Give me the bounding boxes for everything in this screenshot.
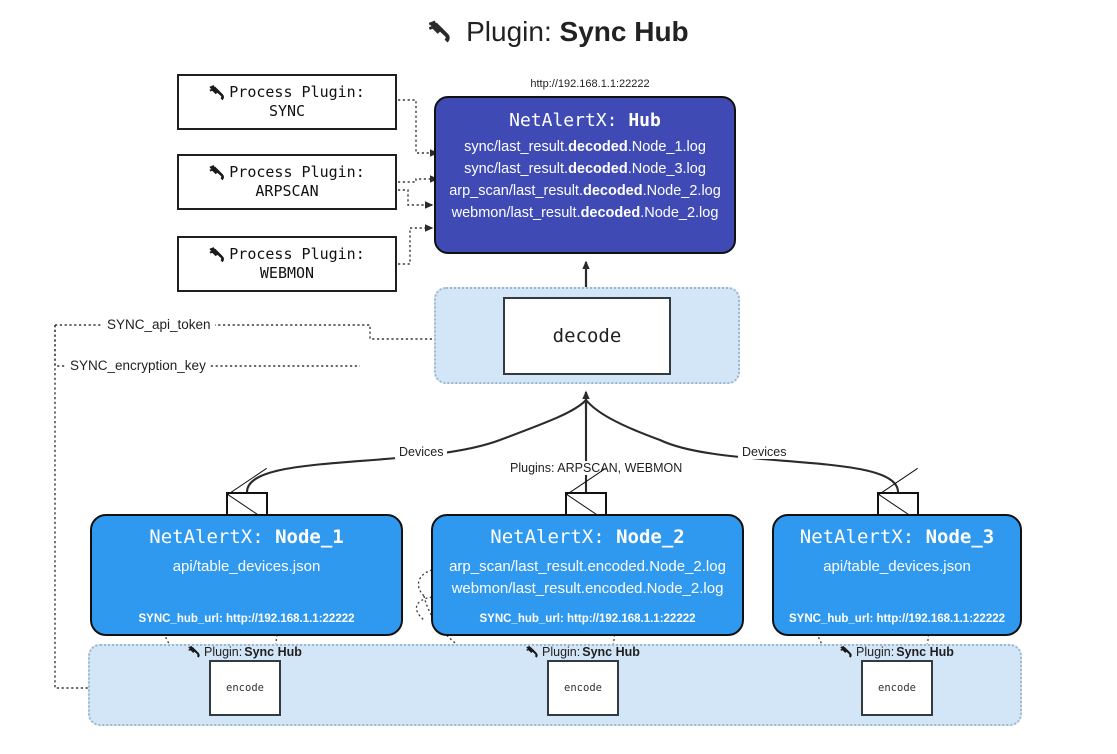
node-title-name: Node_3	[925, 526, 995, 548]
log-pre: sync/last_result.	[464, 161, 569, 177]
log-post: .Node_3.log	[627, 161, 706, 177]
encode-plugin-label-2: Plugin: Sync Hub	[526, 645, 640, 659]
label-sync-api-token: SYNC_api_token	[103, 317, 215, 332]
encode-label-lead: Plugin:	[542, 645, 581, 659]
node-hub-url: SYNC_hub_url: http://192.168.1.1:22222	[788, 613, 1006, 625]
log-pre: arp_scan/last_result.	[449, 183, 583, 199]
log-mid: decoded	[580, 205, 641, 221]
process-plugin-label: Process Plugin:	[229, 245, 365, 264]
node-title-prefix: NetAlertX:	[149, 526, 264, 548]
node-log-list: api/table_devices.json	[774, 558, 1020, 575]
hub-title-name: Hub	[628, 110, 661, 131]
encode-label-strong: Sync Hub	[244, 645, 302, 659]
node-title: NetAlertX: Node_2	[433, 526, 742, 548]
log-mid: decoded	[582, 183, 643, 199]
node-title-name: Node_1	[275, 526, 344, 548]
hub-log-list: sync/last_result.decoded.Node_1.log sync…	[436, 139, 734, 221]
log-pre: webmon/last_result.	[451, 205, 581, 221]
node-title-prefix: NetAlertX:	[799, 526, 915, 548]
node-hub-url: SYNC_hub_url: http://192.168.1.1:22222	[479, 613, 696, 625]
node-1[interactable]: NetAlertX: Node_1 api/table_devices.json…	[90, 514, 403, 636]
plug-icon	[840, 645, 852, 658]
title-lead: Plugin:	[466, 16, 552, 47]
process-plugin-sync[interactable]: Process Plugin: SYNC	[177, 74, 397, 130]
plug-icon	[526, 645, 538, 658]
log-mid: decoded	[568, 161, 628, 177]
hub-url: http://192.168.1.1:22222	[530, 78, 650, 90]
hub-log-line: arp_scan/last_result.decoded.Node_2.log	[436, 183, 734, 199]
node-log-line: webmon/last_result.encoded.Node_2.log	[451, 580, 724, 597]
encode-plugin-label-3: Plugin: Sync Hub	[840, 645, 954, 659]
encode-box-1[interactable]: encode	[209, 660, 281, 716]
log-post: .Node_2.log	[640, 205, 719, 221]
edge-label-devices-left: Devices	[395, 445, 448, 459]
log-post: .Node_1.log	[627, 139, 706, 155]
title-strong: Sync Hub	[559, 16, 689, 47]
decode-box[interactable]: decode	[503, 297, 671, 375]
edge-label-plugins: Plugins: ARPSCAN, WEBMON	[506, 461, 687, 475]
node-log-list: arp_scan/last_result.encoded.Node_2.log …	[433, 558, 742, 597]
plug-icon	[209, 84, 225, 100]
encode-label-lead: Plugin:	[204, 645, 243, 659]
encode-label-lead: Plugin:	[856, 645, 895, 659]
encode-label-strong: Sync Hub	[896, 645, 954, 659]
process-plugin-name: ARPSCAN	[255, 182, 319, 200]
process-plugin-name: WEBMON	[259, 264, 315, 282]
plug-icon	[188, 645, 200, 658]
encode-box-3[interactable]: encode	[861, 660, 933, 716]
process-plugin-label: Process Plugin:	[229, 163, 365, 182]
plug-icon	[209, 164, 225, 180]
log-mid: decoded	[568, 139, 628, 155]
hub-node[interactable]: NetAlertX: Hub sync/last_result.decoded.…	[434, 96, 736, 254]
encode-label-strong: Sync Hub	[582, 645, 640, 659]
label-sync-encryption-key: SYNC_encryption_key	[66, 358, 210, 373]
page-title: Plugin: Sync Hub	[0, 16, 1117, 48]
node-log-line: arp_scan/last_result.encoded.Node_2.log	[449, 558, 726, 575]
node-title-name: Node_2	[616, 526, 685, 548]
node-log-line: api/table_devices.json	[823, 558, 971, 575]
process-plugin-arpscan[interactable]: Process Plugin: ARPSCAN	[177, 154, 397, 210]
node-title-prefix: NetAlertX:	[490, 526, 605, 548]
node-title: NetAlertX: Node_1	[92, 526, 401, 548]
node-hub-url: SYNC_hub_url: http://192.168.1.1:22222	[138, 613, 355, 625]
edge-label-devices-right: Devices	[738, 445, 791, 459]
process-plugin-webmon[interactable]: Process Plugin: WEBMON	[177, 236, 397, 292]
node-title: NetAlertX: Node_3	[774, 526, 1020, 548]
hub-log-line: sync/last_result.decoded.Node_1.log	[436, 139, 734, 155]
encode-plugin-label-1: Plugin: Sync Hub	[188, 645, 302, 659]
node-3[interactable]: NetAlertX: Node_3 api/table_devices.json…	[772, 514, 1022, 636]
plug-icon	[429, 20, 450, 43]
process-plugin-name: SYNC	[268, 102, 306, 120]
plug-icon	[209, 246, 225, 262]
hub-log-line: webmon/last_result.decoded.Node_2.log	[436, 205, 734, 221]
hub-title-prefix: NetAlertX:	[509, 110, 618, 131]
node-log-list: api/table_devices.json	[92, 558, 401, 575]
node-2[interactable]: NetAlertX: Node_2 arp_scan/last_result.e…	[431, 514, 744, 636]
hub-title: NetAlertX: Hub	[436, 110, 734, 131]
encode-box-2[interactable]: encode	[547, 660, 619, 716]
process-plugin-label: Process Plugin:	[229, 83, 365, 102]
log-post: .Node_2.log	[642, 183, 721, 199]
node-log-line: api/table_devices.json	[172, 558, 321, 575]
log-pre: sync/last_result.	[464, 139, 569, 155]
hub-log-line: sync/last_result.decoded.Node_3.log	[436, 161, 734, 177]
